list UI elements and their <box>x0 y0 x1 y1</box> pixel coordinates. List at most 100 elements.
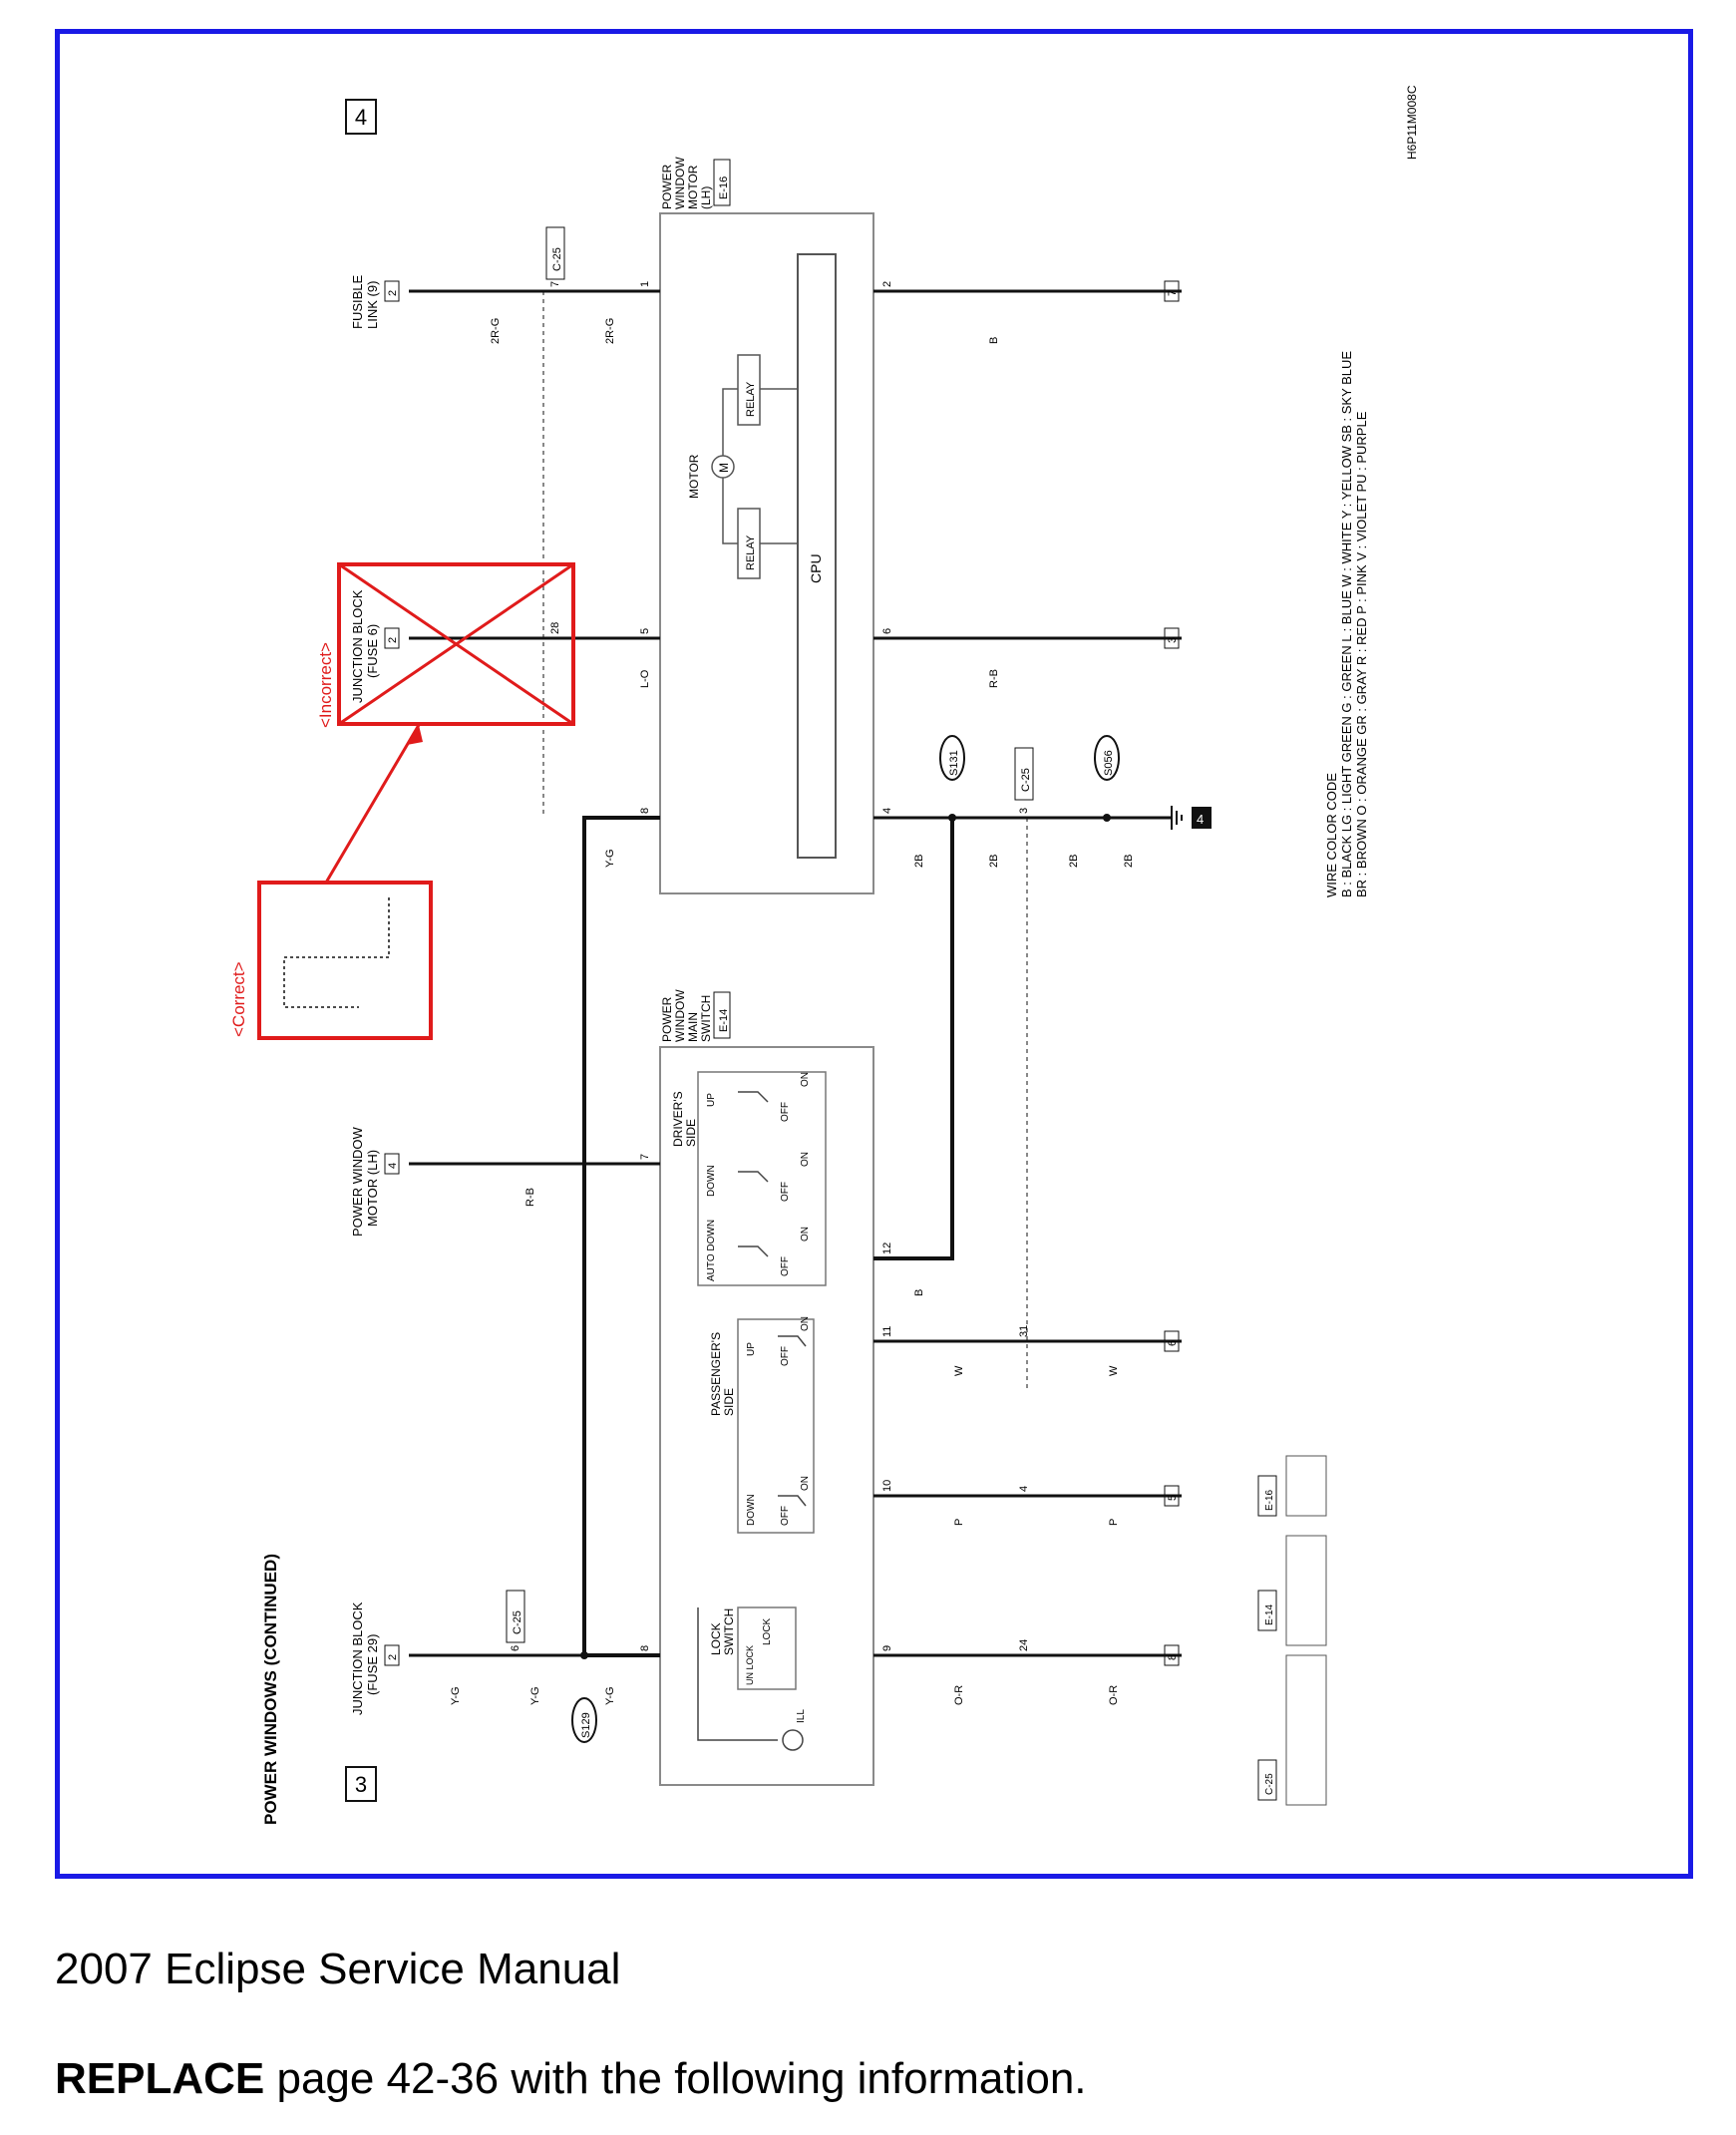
svg-text:OFF: OFF <box>780 1256 791 1276</box>
svg-text:2R-G: 2R-G <box>604 318 616 344</box>
section-title: POWER WINDOWS (CONTINUED) <box>261 1554 280 1825</box>
svg-text:DOWN: DOWN <box>746 1494 757 1526</box>
motor-symbol: M <box>717 463 731 473</box>
svg-text:Y-G: Y-G <box>529 1686 541 1705</box>
svg-text:OFF: OFF <box>780 1182 791 1202</box>
svg-text:(FUSE 29): (FUSE 29) <box>365 1634 380 1695</box>
svg-text:R-B: R-B <box>524 1188 536 1207</box>
relay-label-2: RELAY <box>745 534 757 570</box>
incorrect-label: <Incorrect> <box>316 642 335 728</box>
svg-text:S131: S131 <box>948 750 960 776</box>
wiring-diagram: 4 3 POWER WINDOWS (CONTINUED) H6P11M008C… <box>229 85 1419 1825</box>
drawing-code: H6P11M008C <box>1405 85 1419 160</box>
svg-text:12: 12 <box>881 1243 893 1254</box>
replace-keyword: REPLACE <box>55 2054 265 2103</box>
svg-text:C-25: C-25 <box>1020 768 1032 792</box>
splice-s056: S056 <box>1094 735 1120 822</box>
svg-text:BR : BROWN O : ORANGE GR :: BR : BROWN O : ORANGE GR : GRAY R : RED … <box>1354 411 1369 897</box>
svg-text:3: 3 <box>1018 808 1030 814</box>
splice-s129: S129 <box>571 1651 597 1743</box>
svg-text:4: 4 <box>881 808 893 814</box>
svg-text:ON: ON <box>800 1227 811 1242</box>
destination-terminals: 7 3 6 5 8 <box>1164 280 1180 1666</box>
svg-text:2: 2 <box>387 290 399 296</box>
svg-text:MAIN: MAIN <box>686 1012 700 1042</box>
pw-motor-lh-ref-label: POWER WINDOW MOTOR (LH) 4 <box>350 1127 400 1237</box>
svg-text:UP: UP <box>746 1342 757 1356</box>
svg-text:Y-G: Y-G <box>604 1686 616 1705</box>
svg-text:S056: S056 <box>1103 750 1115 776</box>
svg-text:MOTOR: MOTOR <box>686 165 700 209</box>
lock-switch-label: LOCK SWITCH <box>709 1608 736 1655</box>
svg-text:C-25: C-25 <box>512 1610 523 1634</box>
pw-motor-lh-label: POWER WINDOW MOTOR (LH) E-16 <box>660 157 731 209</box>
svg-text:E-16: E-16 <box>1264 1489 1275 1511</box>
svg-text:2B: 2B <box>913 855 925 868</box>
incorrect-annotation: <Incorrect> <box>316 562 575 728</box>
motor-label: MOTOR <box>687 454 701 499</box>
relay-label-1: RELAY <box>745 381 757 417</box>
svg-text:FUSIBLE: FUSIBLE <box>350 274 365 329</box>
svg-text:1: 1 <box>639 281 651 287</box>
connector-thumbnails: E-16 E-14 C-25 <box>1257 1455 1327 1806</box>
svg-text:7: 7 <box>549 281 561 287</box>
svg-text:2B: 2B <box>988 855 1000 868</box>
svg-text:8: 8 <box>639 1645 651 1651</box>
footer-title: 2007 Eclipse Service Manual <box>55 1945 621 1993</box>
svg-text:28: 28 <box>549 622 561 634</box>
svg-text:9: 9 <box>881 1645 893 1651</box>
splice-s131: S131 <box>939 735 965 822</box>
correct-annotation: <Correct> <box>229 724 433 1040</box>
svg-text:OFF: OFF <box>780 1102 791 1122</box>
svg-text:SWITCH: SWITCH <box>699 995 713 1042</box>
svg-text:5: 5 <box>1167 1495 1179 1501</box>
ground-symbol <box>1171 806 1212 830</box>
power-window-main-switch: DRIVER'S SIDE PASSENGER'S SIDE LOCK SWIT… <box>659 989 874 1786</box>
svg-text:AUTO DOWN: AUTO DOWN <box>706 1220 717 1281</box>
footer-instruction: REPLACE page 42-36 with the following in… <box>55 2054 1087 2104</box>
diagram-frame <box>55 29 1693 1879</box>
instruction-text: page 42-36 with the following informatio… <box>264 2054 1087 2103</box>
svg-text:ON: ON <box>800 1476 811 1491</box>
svg-text:O-R: O-R <box>1108 1685 1120 1705</box>
svg-text:C-25: C-25 <box>551 247 563 271</box>
svg-text:O-R: O-R <box>953 1685 965 1705</box>
svg-text:P: P <box>1108 1519 1120 1526</box>
page-marker-3: 3 <box>345 1766 377 1802</box>
page-marker-4: 4 <box>345 99 377 135</box>
svg-text:2: 2 <box>387 1654 399 1660</box>
svg-text:OFF: OFF <box>780 1346 791 1366</box>
svg-text:6: 6 <box>510 1645 521 1651</box>
svg-text:(FUSE 6): (FUSE 6) <box>365 624 380 678</box>
svg-text:31: 31 <box>1018 1325 1030 1337</box>
svg-text:3: 3 <box>355 1772 367 1797</box>
svg-text:2B: 2B <box>1123 855 1135 868</box>
svg-text:C-25: C-25 <box>1264 1773 1275 1795</box>
svg-text:W: W <box>953 1365 965 1376</box>
svg-text:ON: ON <box>800 1316 811 1331</box>
svg-text:4: 4 <box>1018 1486 1030 1492</box>
svg-text:UP: UP <box>706 1093 717 1107</box>
svg-text:2R-G: 2R-G <box>490 318 502 344</box>
cpu-label: CPU <box>808 553 824 583</box>
svg-text:ON: ON <box>800 1072 811 1087</box>
svg-text:OFF: OFF <box>780 1506 791 1526</box>
svg-text:7: 7 <box>639 1154 651 1160</box>
svg-text:B : BLACK LG : LIGHT GREEN: B : BLACK LG : LIGHT GREEN G : GREEN L :… <box>1339 351 1354 897</box>
svg-text:10: 10 <box>881 1480 893 1492</box>
svg-text:2: 2 <box>881 281 893 287</box>
svg-text:4: 4 <box>355 105 367 130</box>
svg-text:POWER: POWER <box>660 164 674 209</box>
svg-text:E-14: E-14 <box>1264 1603 1275 1625</box>
junction-block-fuse29-label: JUNCTION BLOCK (FUSE 29) 2 <box>350 1601 400 1715</box>
svg-text:B: B <box>988 337 1000 344</box>
svg-text:R-B: R-B <box>988 669 1000 688</box>
svg-text:L-O: L-O <box>639 669 651 688</box>
svg-text:WINDOW: WINDOW <box>673 989 687 1042</box>
svg-text:POWER: POWER <box>660 996 674 1042</box>
svg-text:24: 24 <box>1018 1639 1030 1651</box>
ground-number: 4 <box>1197 812 1204 827</box>
svg-text:SWITCH: SWITCH <box>722 1608 736 1655</box>
svg-text:5: 5 <box>639 628 651 634</box>
svg-text:8: 8 <box>1167 1654 1179 1660</box>
